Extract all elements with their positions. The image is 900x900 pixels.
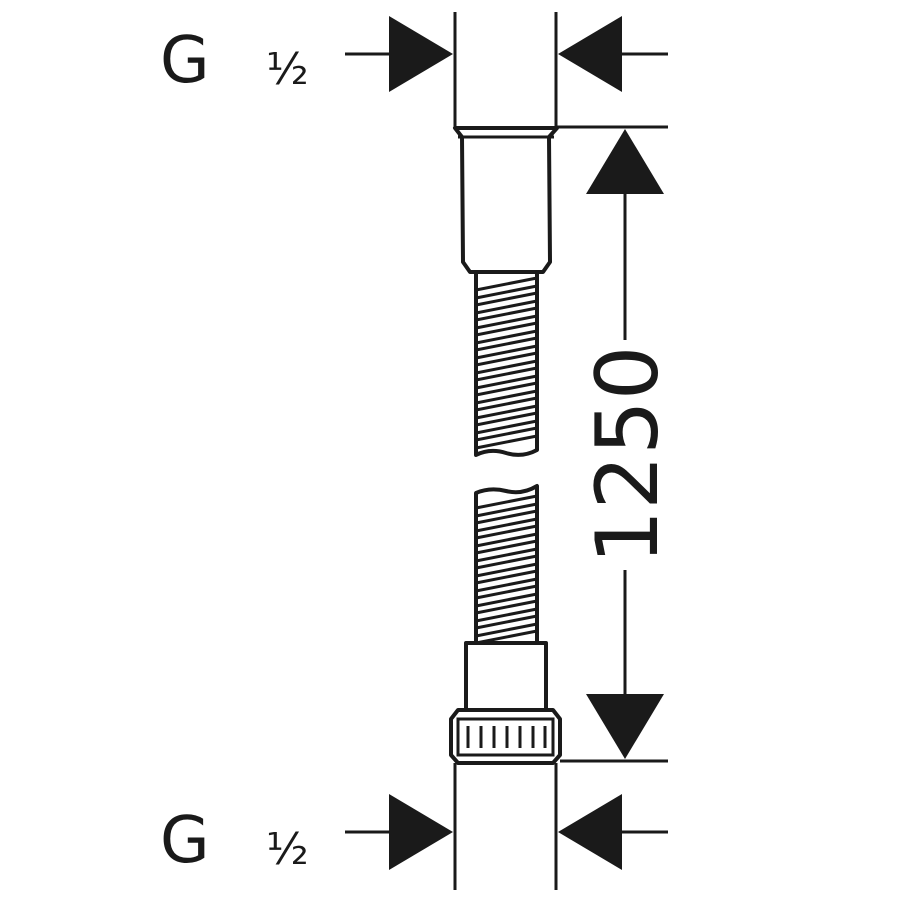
bottom-thread-letter: G: [160, 804, 210, 878]
hose-lower-spiral: [475, 494, 538, 645]
top-thread-size: ½: [266, 44, 309, 95]
bottom-fitting-sleeve: [464, 641, 548, 712]
bottom-fitting: [449, 641, 562, 765]
hose-lower-segment: [474, 484, 539, 647]
top-fitting: [453, 126, 559, 274]
hose-upper-spiral: [475, 276, 538, 450]
bottom-fitting-nut-inner: [456, 717, 555, 757]
bottom-dim-arrow-right: [558, 794, 622, 870]
length-arrow-top: [586, 129, 664, 194]
top-width-dimension: [345, 12, 668, 128]
length-dimension: 1250: [557, 125, 678, 763]
top-fitting-body: [453, 126, 559, 274]
bottom-fitting-knurling: [466, 726, 547, 748]
bottom-thread-label: G ½: [160, 804, 309, 878]
length-arrow-bottom: [586, 694, 664, 759]
bottom-width-dimension: [345, 763, 668, 890]
top-thread-label: G ½: [160, 24, 309, 98]
bottom-thread-size: ½: [266, 824, 309, 875]
top-dim-arrow-left: [389, 16, 453, 92]
top-thread-letter: G: [160, 24, 210, 98]
length-value: 1250: [578, 346, 678, 565]
bottom-dim-arrow-left: [389, 794, 453, 870]
top-dim-arrow-right: [558, 16, 622, 92]
hose-upper-segment: [474, 270, 539, 457]
